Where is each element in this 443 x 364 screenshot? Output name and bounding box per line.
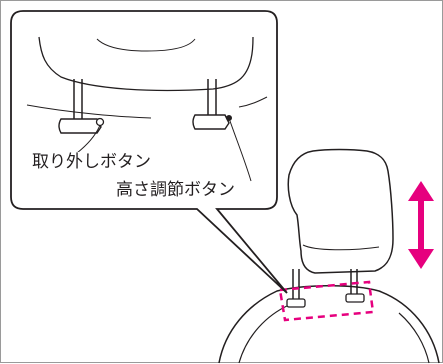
- release-button-label: 取り外しボタン: [30, 152, 153, 172]
- highlight-dashed-box: [278, 280, 375, 322]
- up-down-double-arrow-icon: [408, 181, 434, 269]
- headrest-outline: [287, 148, 394, 274]
- seat-back-inner-line-right: [398, 312, 430, 364]
- stay-collar-left: [286, 298, 306, 308]
- height-adjust-leader: [229, 120, 252, 182]
- inset-collar-right: [192, 114, 230, 130]
- release-button-marker: [95, 117, 105, 127]
- inset-headrest-bottom-inner: [96, 38, 196, 52]
- release-button-leader: [76, 124, 101, 154]
- stay-collar-right: [345, 293, 365, 303]
- height-adjust-button-marker: [226, 115, 232, 121]
- inset-seat-line-right: [238, 96, 268, 108]
- inset-seat-line: [26, 104, 152, 119]
- seat-back-inner-line: [238, 304, 290, 364]
- seat-back-outline: [218, 284, 440, 364]
- headrest-inner-line: [302, 244, 380, 251]
- inset-collar-left: [58, 118, 102, 134]
- inset-headrest-bottom: [38, 36, 254, 92]
- height-adjust-button-label: 高さ調節ボタン: [114, 180, 237, 200]
